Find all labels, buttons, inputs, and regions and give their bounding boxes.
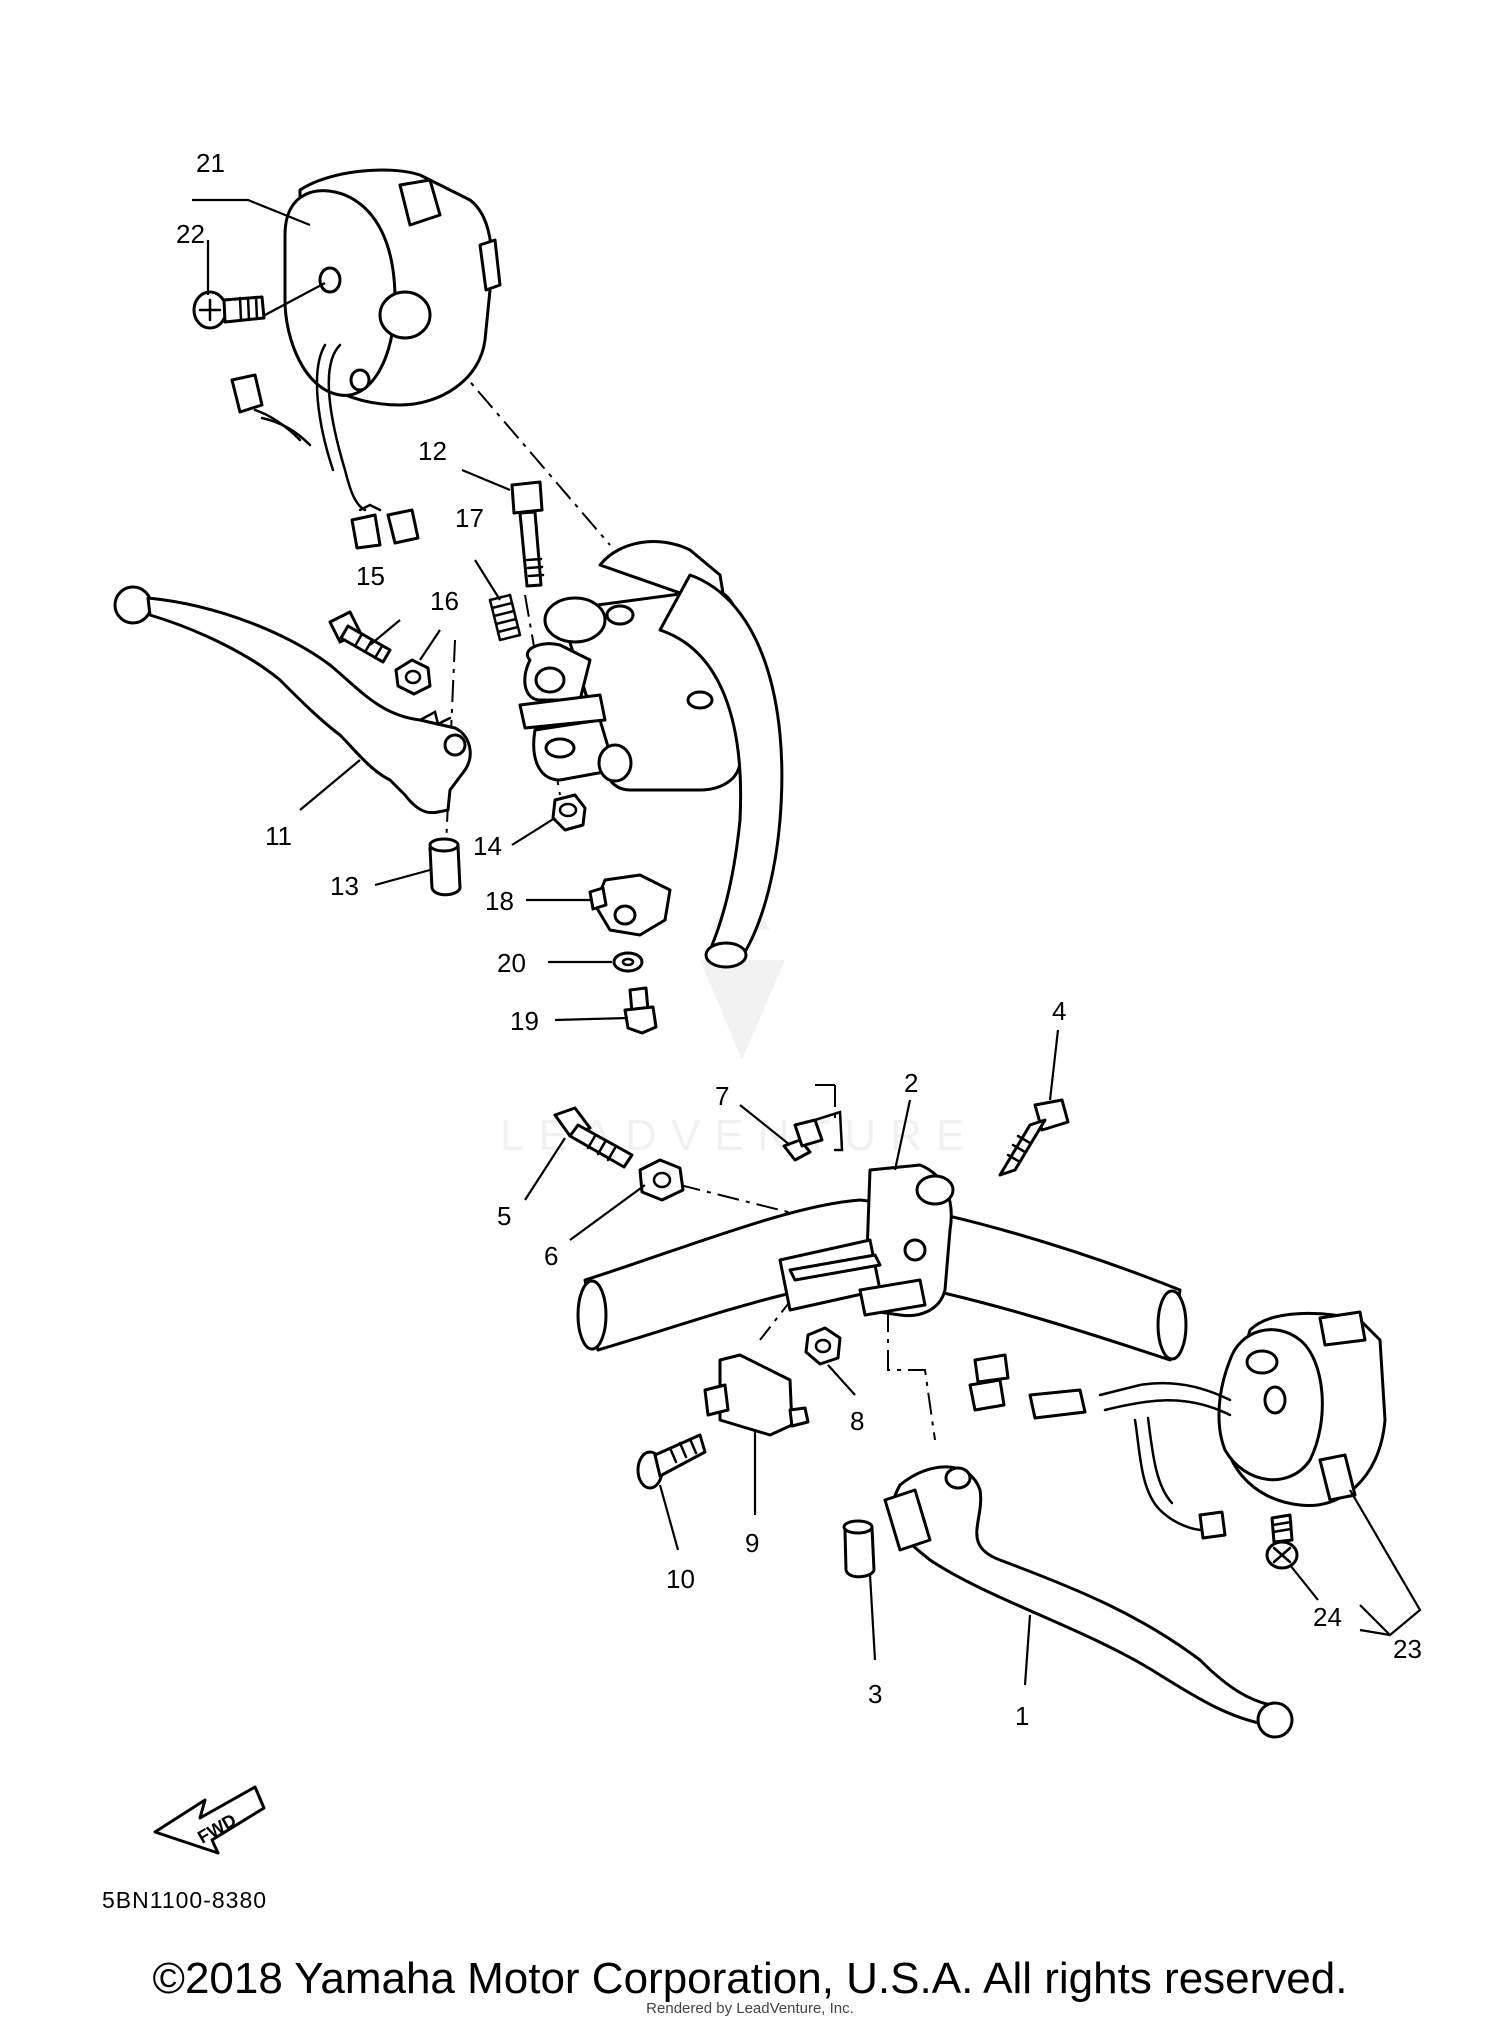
callout-15: 15 — [356, 561, 385, 591]
nut-6 — [638, 1158, 685, 1202]
callout-24: 24 — [1313, 1602, 1342, 1632]
callout-1: 1 — [1015, 1701, 1029, 1731]
washer-20 — [612, 951, 644, 973]
callout-8: 8 — [850, 1406, 864, 1436]
part-code: 5BN1100-8380 — [102, 1887, 267, 1913]
callout-22: 22 — [176, 219, 205, 249]
callout-18: 18 — [485, 886, 514, 916]
bolt-15 — [328, 610, 392, 664]
callout-9: 9 — [745, 1528, 759, 1558]
callout-11: 11 — [265, 821, 292, 851]
screw-4 — [998, 1098, 1070, 1177]
callout-4: 4 — [1052, 996, 1066, 1026]
callout-14: 14 — [473, 831, 502, 861]
callout-12: 12 — [418, 436, 447, 466]
callout-20: 20 — [497, 948, 526, 978]
front-brake-lever-11 — [113, 585, 472, 815]
callout-10: 10 — [666, 1564, 695, 1594]
collar-13 — [428, 837, 462, 897]
fwd-arrow-icon: FWD — [153, 1785, 266, 1855]
callout-19: 19 — [510, 1006, 539, 1036]
bolt-12 — [510, 480, 545, 588]
rendered-by-text: Rendered by LeadVenture, Inc. — [646, 2000, 854, 2017]
left-handlebar — [658, 573, 784, 969]
collar-3 — [842, 1519, 876, 1579]
callout-labels: 21 22 12 17 15 16 11 13 14 18 20 19 4 2 … — [176, 148, 1422, 1731]
screw-24 — [1265, 1513, 1299, 1570]
callout-5: 5 — [497, 1201, 511, 1231]
right-handlebar-switch — [968, 1310, 1387, 1540]
bolt-7 — [782, 1110, 844, 1162]
callout-16: 16 — [430, 586, 459, 616]
callout-23: 23 — [1393, 1634, 1422, 1664]
brake-switch-18 — [588, 873, 672, 937]
nut-16 — [394, 658, 432, 696]
copyright-notice: ©2018 Yamaha Motor Corporation, U.S.A. A… — [152, 1954, 1348, 2003]
clutch-switch-9 — [703, 1353, 810, 1437]
callout-7: 7 — [715, 1081, 729, 1111]
nut-8 — [804, 1326, 842, 1366]
leader-lines — [192, 198, 1422, 1686]
callout-13: 13 — [330, 871, 359, 901]
callout-6: 6 — [544, 1241, 558, 1271]
callout-3: 3 — [868, 1679, 882, 1709]
callout-2: 2 — [904, 1068, 918, 1098]
left-handlebar-switch — [230, 168, 502, 550]
screw-10 — [636, 1433, 707, 1490]
clutch-lever-1 — [883, 1465, 1294, 1739]
spring-17 — [488, 593, 522, 642]
callout-21: 21 — [196, 148, 225, 178]
callout-17: 17 — [455, 503, 484, 533]
screw-19 — [623, 986, 658, 1035]
clutch-lever-holder-2 — [778, 1163, 955, 1318]
screw-22 — [192, 290, 266, 330]
bolt-5 — [553, 1106, 634, 1169]
nut-14 — [551, 793, 587, 832]
